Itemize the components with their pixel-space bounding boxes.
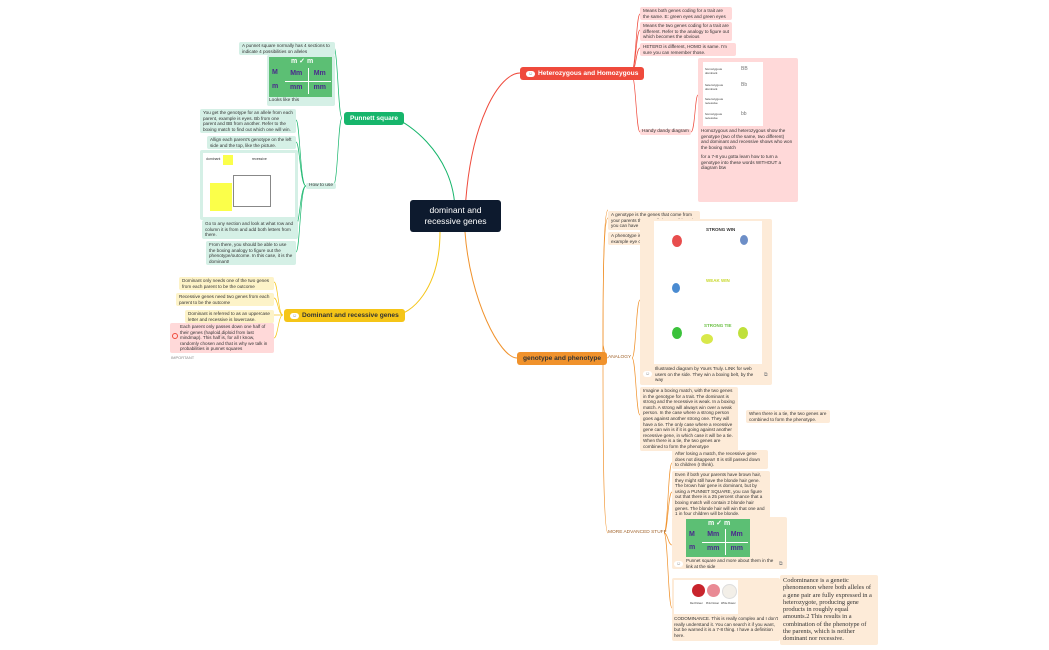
grid-cell: Mm (725, 529, 748, 542)
hetero-item-2[interactable]: Means the two genes coding for a trait a… (640, 22, 732, 41)
analogy-node[interactable]: ANALOGY (608, 355, 632, 360)
sketch-label-recessive: recessive (252, 157, 267, 161)
advanced-item-1[interactable]: After losing a match, the recessive gene… (672, 450, 768, 469)
flower-label: Red Flower (690, 602, 703, 605)
important-text: Each parent only passes down one half of… (180, 324, 268, 352)
analogy-caption: Illustrated diagram by Yours Truly. LINK… (655, 366, 754, 383)
advanced-punnett-caption: Punnet square and more about them in the… (686, 558, 774, 569)
punnett-note[interactable]: A punnet square normally has 4 sections … (239, 42, 335, 56)
punnett-sketch-image: dominant recessive (203, 153, 295, 217)
advanced-node[interactable]: MORE ADVANCED STUFF (608, 530, 667, 535)
central-topic[interactable]: dominant and recessive genes (410, 200, 501, 232)
green-boxer (672, 327, 682, 339)
diagram-row: heterozygous dominant (705, 83, 724, 91)
punnett-grid-image-2: m ✓ m M Mm Mm mm mm m (686, 519, 750, 557)
boxing-illustration: STRONG WIN WEAK WIN STRONG TIE (654, 221, 762, 364)
hetero-diagram-image: homozygous dominant heterozygous dominan… (703, 62, 763, 126)
advanced-item-2[interactable]: Even if both your parents have brown hai… (672, 471, 770, 518)
diagram-value: Bb (741, 82, 748, 88)
genotype-phenotype-label: genotype and phenotype (523, 355, 602, 362)
pink-flower (707, 584, 720, 597)
panel-title-strong-win: STRONG WIN (706, 227, 736, 232)
hetero-item-1[interactable]: Means both genes coding for a trait are … (640, 7, 732, 21)
howto-step-3[interactable]: Go to any section and look at what row a… (202, 220, 298, 239)
grid-cell: mm (702, 542, 725, 555)
hetero-diagram-card[interactable]: homozygous dominant heterozygous dominan… (698, 58, 798, 202)
howto-step-2[interactable]: Allign each parent's genotype on the lef… (207, 136, 296, 150)
external-link-icon[interactable]: ⧉ (779, 561, 783, 567)
yellow-blob (701, 334, 713, 344)
emoji-icon: ☺ (526, 70, 535, 77)
grid-cell: Mm (702, 529, 725, 542)
grid-cell: Mm (285, 68, 308, 81)
codominance-definition[interactable]: Codominance is a genetic phenomenon wher… (780, 575, 878, 645)
panel-title-weak-win: WEAK WIN (706, 278, 730, 283)
dominant-recessive-topic[interactable]: ☺ Dominant and recessive genes (284, 309, 405, 322)
emoji-icon: ☺ (674, 561, 683, 567)
codominance-caption: CODOMINANCE. This is really complex and … (674, 616, 778, 638)
emoji-icon: ☺ (643, 371, 652, 377)
how-to-use-node[interactable]: How to use (306, 183, 336, 189)
white-flower (722, 584, 737, 599)
dominant-item-1[interactable]: Dominant only needs one of the two genes… (179, 277, 274, 291)
diagram-value: bb (741, 111, 747, 117)
howto-step-4[interactable]: From there, you should be able to use th… (206, 241, 296, 266)
handy-diagram-node[interactable]: Handy dandy diagram (640, 129, 691, 135)
dominant-item-3[interactable]: Dominant is referred to as an uppercase … (185, 310, 274, 324)
diagram-value: BB (741, 66, 748, 72)
codominance-card[interactable]: Red Flower Pink Flower White Flower CODO… (672, 578, 780, 641)
emoji-icon: ☺ (290, 312, 299, 319)
sketch-label-dominant: dominant (206, 157, 221, 161)
flower-label: Pink Flower (706, 602, 720, 605)
grid-cell: mm (285, 81, 308, 94)
blue-boxer (740, 235, 748, 245)
grid-cell: mm (725, 542, 748, 555)
analogy-text[interactable]: Imagine a boxing match, with the two gen… (640, 387, 738, 451)
flower-image: Red Flower Pink Flower White Flower (674, 580, 738, 614)
important-note[interactable]: Each parent only passes down one half of… (170, 323, 274, 353)
diagram-note-1: Homozygous and heterozygous show the gen… (701, 128, 793, 150)
diagram-row: homozygous dominant (705, 67, 723, 75)
punnett-grid-image: m ✓ m M Mm Mm mm mm m (269, 57, 332, 97)
blue-boxer (672, 283, 680, 293)
genotype-phenotype-topic[interactable]: genotype and phenotype (517, 352, 608, 365)
punnett-square-topic[interactable]: Punnett square (344, 112, 404, 125)
red-flower (692, 584, 705, 597)
punnett-image-card[interactable]: m ✓ m M Mm Mm mm mm m Looks like this (267, 55, 335, 106)
lime-boxer (738, 327, 748, 339)
dominant-item-2[interactable]: Recessive genes need two genes from each… (176, 293, 274, 307)
hetero-homo-topic[interactable]: ☺ Heterozygous and Homozygous (520, 67, 645, 80)
important-label: IMPORTANT (171, 355, 195, 360)
howto-step-1[interactable]: You get the genotype for an allele from … (200, 109, 296, 134)
panel-title-strong-tie: STRONG TIE (704, 323, 732, 328)
red-boxer (672, 235, 682, 247)
flower-label: White Flower (721, 602, 736, 605)
punnett-sketch-card[interactable]: dominant recessive (200, 150, 298, 220)
grid-cell: Mm (308, 68, 331, 81)
punnett-caption: Looks like this (269, 98, 300, 103)
advanced-punnett-card[interactable]: m ✓ m M Mm Mm mm mm m ☺ Punnet square an… (672, 517, 787, 569)
dominant-recessive-label: Dominant and recessive genes (302, 312, 399, 319)
central-title-line1: dominant and (429, 205, 482, 215)
hetero-homo-label: Heterozygous and Homozygous (538, 70, 639, 77)
diagram-note-2: for a 7-8 you gotta learn how to turn a … (701, 154, 782, 171)
hetero-item-3[interactable]: HETERO is different, HOMO is same. I'm s… (640, 43, 736, 57)
central-title-line2: recessive genes (424, 216, 487, 226)
grid-cell: mm (308, 81, 331, 94)
diagram-row: homozygous recessive (705, 112, 723, 120)
diagram-row: heterozygous recessive (705, 97, 724, 105)
punnett-square-label: Punnett square (350, 115, 398, 122)
analogy-card[interactable]: STRONG WIN WEAK WIN STRONG TIE ☺ Illustr… (640, 219, 772, 385)
external-link-icon[interactable]: ⧉ (764, 372, 768, 378)
important-icon (172, 333, 178, 339)
tie-note[interactable]: When there is a tie, the two genes are c… (746, 410, 830, 424)
